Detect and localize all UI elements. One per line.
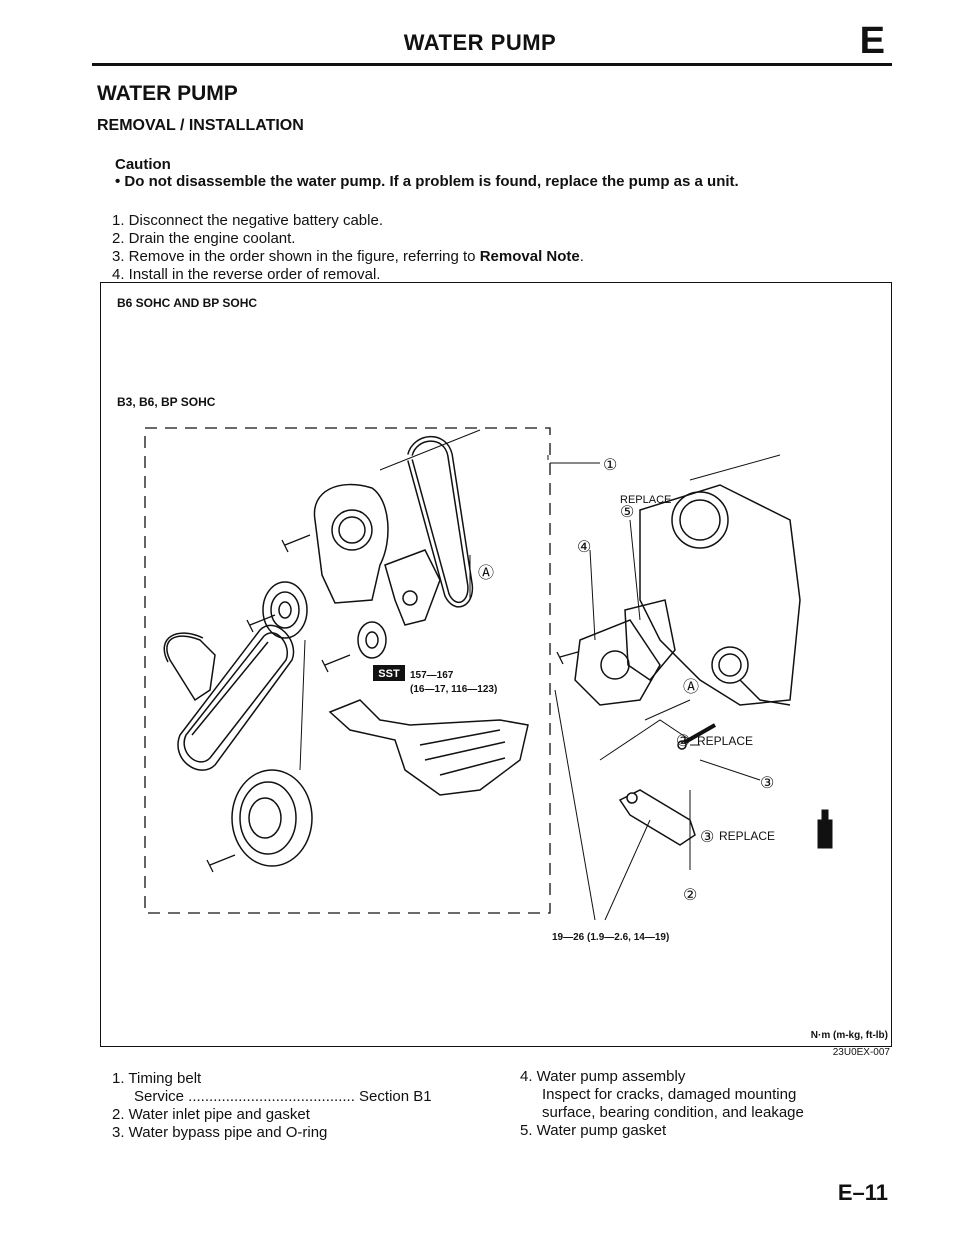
engine-block	[639, 484, 801, 706]
callout-5-replace-label: REPLACE	[620, 494, 671, 506]
timing-belt-cover	[313, 483, 389, 604]
legend-item-1: 1. Timing belt	[112, 1070, 202, 1087]
callout-3-right: ③	[760, 775, 774, 792]
parts-legend-left: 1. Timing belt Service .................…	[112, 1070, 432, 1142]
torque-units: N·m (m-kg, ft-lb)	[810, 1030, 888, 1041]
water-inlet-pipe	[618, 723, 716, 846]
timing-belt	[407, 435, 474, 608]
sst-badge	[373, 665, 405, 681]
callout-5: ⑤	[620, 504, 634, 521]
legend-item-4-note-a: Inspect for cracks, damaged mounting	[542, 1086, 797, 1103]
tensioner-bracket	[384, 549, 441, 626]
callout-3-replace-label: REPLACE	[719, 829, 775, 843]
legend-item-1-service: Service ................................…	[134, 1088, 432, 1105]
step-1: 1. Disconnect the negative battery cable…	[112, 212, 383, 229]
callout-1: ①	[603, 457, 617, 474]
torque-main-bolt: 157—167	[410, 670, 454, 681]
legend-item-2: 2. Water inlet pipe and gasket	[112, 1106, 310, 1123]
section-subheading: REMOVAL / INSTALLATION	[97, 117, 304, 134]
figure-frame	[100, 282, 892, 1047]
sealant-bottle-icon	[817, 809, 833, 849]
torque-main-bolt-alt: (16—17, 116—123)	[410, 684, 497, 695]
water-pump-assembly	[574, 619, 661, 706]
running-header-title: WATER PUMP	[403, 30, 557, 55]
callout-3-lower: ③	[700, 829, 714, 846]
page-heading: WATER PUMP	[97, 82, 238, 105]
figure-label-variant: B3, B6, BP SOHC	[117, 395, 216, 409]
legend-item-4-note-b: surface, bearing condition, and leakage	[542, 1104, 804, 1121]
page-number: E–11	[837, 1180, 888, 1205]
parts-legend-right: 4. Water pump assembly Inspect for crack…	[520, 1068, 804, 1140]
step-2: 2. Drain the engine coolant.	[112, 230, 296, 247]
legend-item-3: 3. Water bypass pipe and O-ring	[112, 1124, 328, 1141]
lower-cover	[328, 699, 529, 796]
removal-note-ref: Removal Note	[479, 248, 580, 265]
leader-lines	[299, 429, 781, 921]
timing-parts-group-box	[144, 427, 551, 914]
step-4: 4. Install in the reverse order of remov…	[112, 266, 381, 283]
callout-a-left: Ⓐ	[478, 564, 494, 582]
drive-belts	[163, 624, 295, 771]
water-pump-pulley	[262, 581, 308, 639]
idler-pulley	[357, 621, 387, 659]
figure-label-engine: B6 SOHC AND BP SOHC	[117, 296, 258, 310]
procedure-steps: 1. Disconnect the negative battery cable…	[112, 212, 584, 284]
water-pump-gasket	[624, 599, 676, 682]
torque-pipe-bolts: 19—26 (1.9—2.6, 14—19)	[552, 932, 669, 943]
section-letter: E	[859, 20, 885, 62]
sst-text: SST	[378, 668, 400, 680]
bolts	[206, 534, 676, 873]
legend-item-5: 5. Water pump gasket	[520, 1122, 667, 1139]
legend-item-4: 4. Water pump assembly	[520, 1068, 686, 1085]
callout-a-right: Ⓐ	[683, 678, 699, 696]
header-rule	[92, 63, 892, 66]
step-3: 3. Remove in the order shown in the figu…	[112, 248, 584, 265]
caution-item: • Do not disassemble the water pump. If …	[115, 173, 739, 190]
callout-2-lower: ②	[683, 887, 697, 904]
callout-2-replace-label: REPLACE	[697, 734, 753, 748]
caution-title: Caution	[115, 156, 171, 173]
callout-2-upper: ②	[676, 733, 690, 750]
callout-4: ④	[577, 539, 591, 556]
figure-code: 23U0EX-007	[832, 1047, 890, 1058]
crankshaft-pulley	[231, 769, 313, 867]
